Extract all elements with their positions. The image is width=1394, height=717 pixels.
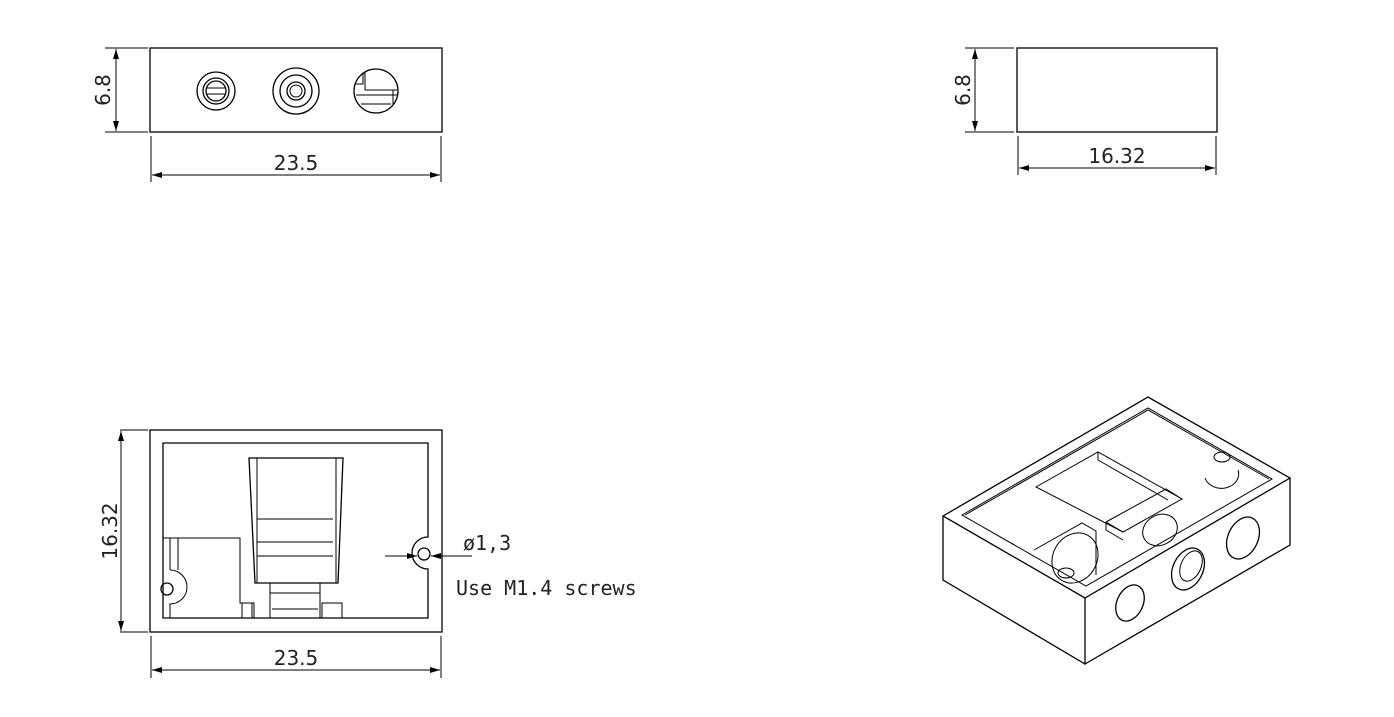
bottom-height-label: 16.32 xyxy=(98,502,122,559)
width-dimension: 23.5 xyxy=(150,136,442,182)
side-width-label: 16.32 xyxy=(1088,144,1145,168)
iso-hole-1 xyxy=(1115,584,1145,622)
side-view: 6.8 16.32 xyxy=(951,47,1218,175)
hole-threaded xyxy=(272,67,320,115)
front-height-label: 6.8 xyxy=(91,74,115,106)
bottom-width-label: 23.5 xyxy=(274,646,319,670)
front-width-label: 23.5 xyxy=(274,151,319,175)
bottom-view: 16.32 23.5 ø1,3 Use M1.4 screws xyxy=(98,429,637,678)
hole-diameter-label: ø1,3 xyxy=(463,531,511,555)
isometric-view xyxy=(941,396,1292,666)
iso-left-face xyxy=(942,516,1086,666)
iso-right-face xyxy=(1084,478,1291,665)
hole-slotted xyxy=(196,71,236,111)
side-outline xyxy=(1016,47,1218,133)
connector-outline xyxy=(241,457,344,619)
iso-hole-2 xyxy=(1170,547,1206,591)
side-height-label: 6.8 xyxy=(951,74,975,106)
hole-cutaway xyxy=(353,68,399,114)
front-outline xyxy=(149,47,443,133)
height-dimension: 6.8 xyxy=(91,47,148,133)
pocket-outline xyxy=(162,442,429,619)
front-view: 6.8 23.5 xyxy=(91,47,443,182)
screw-hole-left xyxy=(160,582,174,596)
iso-hole-3 xyxy=(1225,516,1261,560)
bottom-outline xyxy=(149,429,443,633)
screw-note: Use M1.4 screws xyxy=(456,576,637,600)
screw-hole-right xyxy=(417,547,431,561)
